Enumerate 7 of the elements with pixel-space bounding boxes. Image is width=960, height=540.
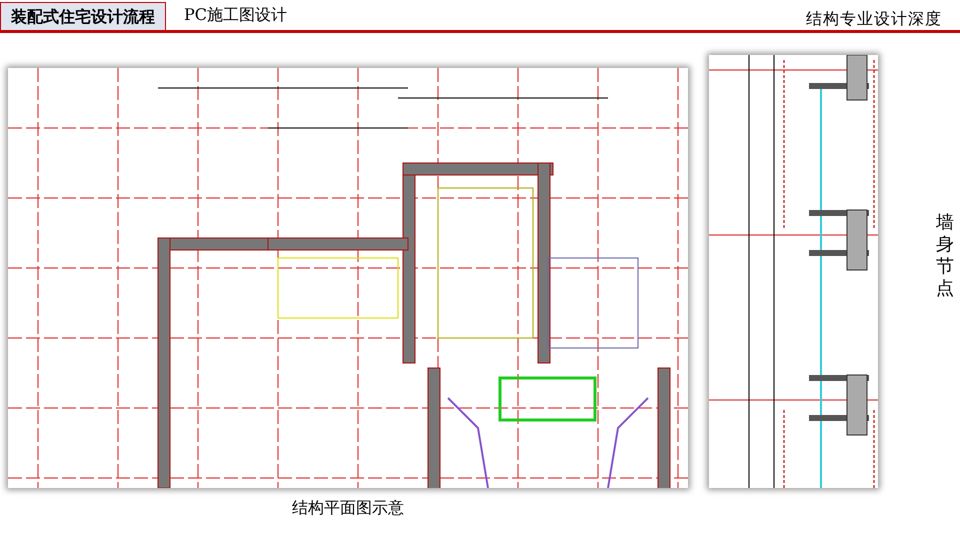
wall-section-drawing — [709, 55, 878, 488]
title-tab: 装配式住宅设计流程 — [0, 2, 166, 30]
drawing-label: 墙身节点 — [936, 212, 955, 300]
floor-plan-drawing — [8, 68, 688, 488]
drawing-label: 结构平面图示意 — [291, 497, 405, 519]
section-heading: 结构专业设计深度 — [806, 8, 942, 30]
subtitle: PC施工图设计 — [184, 4, 288, 26]
